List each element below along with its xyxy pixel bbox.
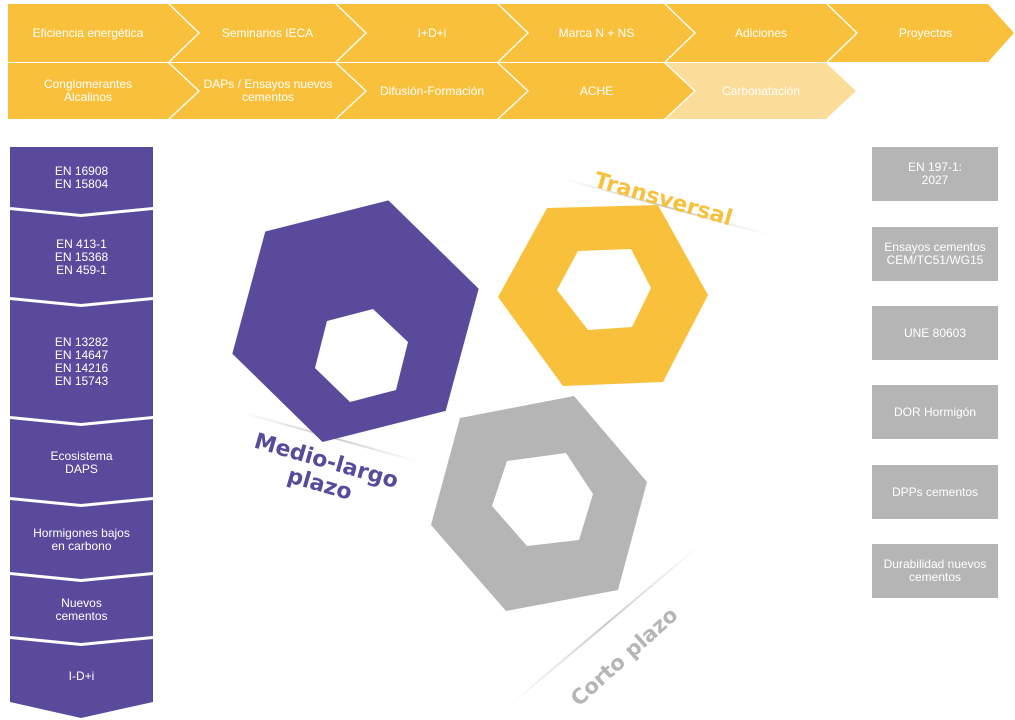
column-item: EN 413-1 EN 15368 EN 459-1 [54,236,109,277]
chevron-label: Carbonatación [721,83,801,98]
chevron-shape [170,63,365,119]
chevron-shape [337,4,527,62]
chevron-label: Conglomerantes Alcalinos [43,77,133,104]
column-shape [10,419,153,504]
right-box: DOR Hormigón [872,385,998,439]
column-item: EN 13282 EN 14647 EN 14216 EN 15743 [54,335,109,388]
chevron-label: Adiciones [734,25,788,40]
divider-line [559,177,771,236]
chevron-shape [499,4,694,62]
right-box: DPPs cementos [872,465,998,519]
right-box: EN 197-1: 2027 [872,147,998,201]
chevron-label: Proyectos [898,25,953,40]
hexagon-yellow [498,205,708,386]
column-shape [10,210,153,304]
chevron-shape [8,63,198,119]
column-item: Nuevos cementos [55,596,108,623]
column-item: Ecosistema DAPS [50,449,113,476]
column-item: I-D+i [68,668,95,683]
divider-line [509,544,701,706]
hexagon-purple [232,200,479,442]
chevron-shape [8,4,198,62]
chevron-label: DAPs / Ensayos nuevos cementos [203,77,333,104]
chevron-shape [337,63,527,119]
chevron-label: Seminarios IECA [221,25,314,40]
right-box: Ensayos cementos CEM/TC51/WG15 [872,227,998,281]
hexagon-gray [431,396,647,611]
column-shape [10,300,153,423]
chevron-shape [170,4,365,62]
chevron-label: Difusión-Formación [379,83,485,98]
chevron-label: I+D+i [417,25,447,40]
column-shape [10,639,153,718]
column-shape [10,500,153,579]
right-box: UNE 80603 [872,306,998,360]
chevron-shape [499,63,694,119]
chevron-shape [828,4,1014,62]
chevron-label: ACHE [579,83,614,98]
column-item: Hormigones bajos en carbono [33,526,130,553]
column-shape [10,147,153,214]
chevron-shape [666,63,856,119]
right-box: Durabilidad nuevos cementos [872,544,998,598]
chevron-label: Marca N + NS [558,25,635,40]
column-item: EN 16908 EN 15804 [54,164,109,191]
chevron-label: Eficiencia energética [32,25,144,40]
chevron-shape [666,4,856,62]
column-shape [10,575,153,643]
